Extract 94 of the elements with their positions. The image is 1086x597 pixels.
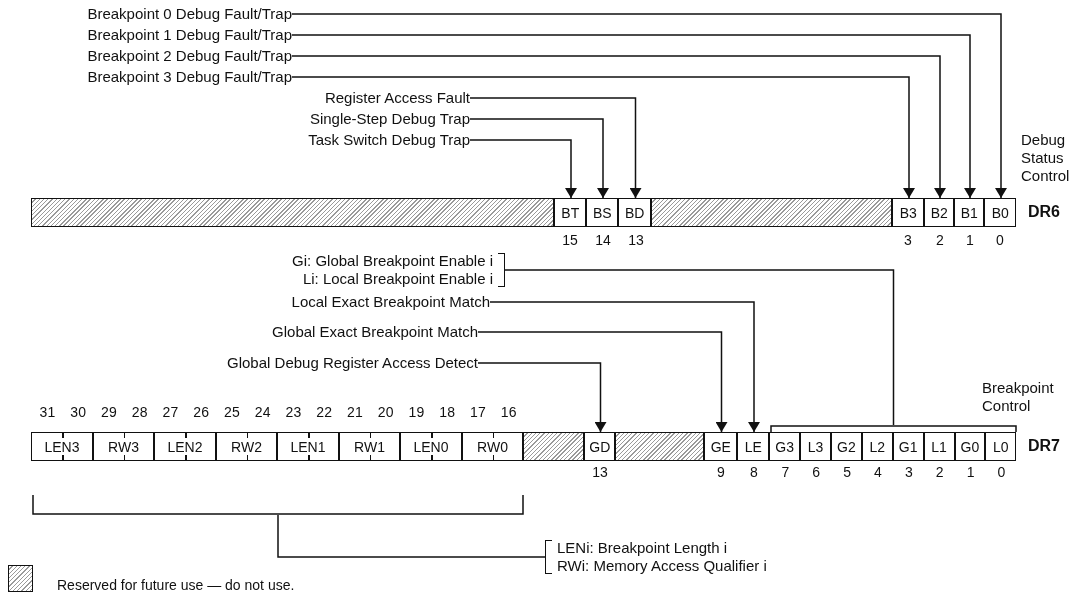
- field-description: Global Exact Breakpoint Match: [270, 323, 478, 341]
- bit-number: 14: [594, 232, 612, 248]
- bit-number: 23: [284, 404, 303, 420]
- field-description: LENi: Breakpoint Length i: [557, 539, 728, 557]
- bit-number: 19: [407, 404, 426, 420]
- register-field: G0: [954, 432, 986, 461]
- bit-number: 24: [253, 404, 272, 420]
- register-field: B2: [924, 198, 955, 227]
- bit-number: 20: [376, 404, 395, 420]
- register-field: L0: [985, 432, 1017, 461]
- register-field: B3: [892, 198, 925, 227]
- bit-number: 7: [780, 464, 791, 480]
- register-name: DR6: [1028, 203, 1060, 221]
- field-description: Gi: Global Breakpoint Enable i: [292, 252, 493, 270]
- field-description: Breakpoint 0 Debug Fault/Trap: [85, 5, 292, 23]
- register-field: L1: [923, 432, 955, 461]
- bit-number: 28: [130, 404, 149, 420]
- bit-number: 31: [38, 404, 57, 420]
- bit-number: 27: [161, 404, 180, 420]
- legend-text: Reserved for future use — do not use.: [57, 577, 295, 593]
- bit-number: 5: [842, 464, 853, 480]
- field-description: Li: Local Breakpoint Enable i: [302, 270, 493, 288]
- bit-number: 0: [995, 232, 1005, 248]
- bit-number: 13: [591, 464, 609, 480]
- field-description: Breakpoint 1 Debug Fault/Trap: [85, 26, 292, 44]
- reserved-field: [651, 198, 893, 227]
- register-field: BS: [586, 198, 619, 227]
- register-field: L3: [800, 432, 831, 461]
- bit-number: 8: [749, 464, 759, 480]
- group-caption: Breakpoint Control: [982, 379, 1055, 415]
- register-caption: Debug Status Control: [1021, 131, 1071, 185]
- register-field: B0: [984, 198, 1017, 227]
- bit-number: 30: [69, 404, 87, 420]
- arrow: [469, 139, 577, 199]
- bit-number: 4: [873, 464, 883, 480]
- field-description: Single-Step Debug Trap: [307, 110, 470, 128]
- register-field: LEN0: [400, 432, 462, 461]
- arrow: [469, 118, 609, 199]
- register-field: GE: [704, 432, 738, 461]
- arrow: [489, 301, 760, 433]
- arrow: [291, 13, 1007, 199]
- register-field: B1: [954, 198, 985, 227]
- field-description: Breakpoint 3 Debug Fault/Trap: [85, 68, 292, 86]
- register-field: L2: [861, 432, 893, 461]
- reserved-field: [31, 198, 555, 227]
- arrow: [291, 76, 915, 199]
- arrow: [291, 34, 976, 199]
- bit-number: 26: [192, 404, 210, 420]
- arrow: [477, 362, 607, 433]
- field-description: Global Debug Register Access Detect: [225, 354, 478, 372]
- register-field: LEN2: [154, 432, 216, 461]
- register-name: DR7: [1028, 437, 1060, 455]
- register-field: GD: [584, 432, 616, 461]
- register-field: LEN1: [277, 432, 339, 461]
- register-field: RW3: [92, 432, 155, 461]
- bit-number: 1: [965, 464, 976, 480]
- register-field: G2: [831, 432, 862, 461]
- bit-number: 15: [561, 232, 579, 248]
- bit-number: 22: [315, 404, 333, 420]
- bit-number: 0: [996, 464, 1007, 480]
- bit-number: 18: [438, 404, 456, 420]
- bit-number: 2: [935, 232, 945, 248]
- field-description: Task Switch Debug Trap: [306, 131, 470, 149]
- register-field: LE: [737, 432, 770, 461]
- bit-number: 29: [100, 404, 118, 420]
- register-field: BT: [554, 198, 587, 227]
- field-description: Local Exact Breakpoint Match: [289, 293, 490, 311]
- bit-number: 6: [811, 464, 822, 480]
- register-field: RW1: [338, 432, 401, 461]
- bit-number: 2: [934, 464, 945, 480]
- register-field: G1: [892, 432, 924, 461]
- bit-number: 21: [346, 404, 364, 420]
- bit-number: 9: [716, 464, 726, 480]
- arrow: [291, 55, 946, 199]
- register-field: RW2: [215, 432, 278, 461]
- register-field: LEN3: [31, 432, 93, 461]
- connector-line: [277, 514, 546, 558]
- connector-line: [504, 269, 895, 426]
- bit-number: 13: [627, 232, 645, 248]
- bit-number: 1: [965, 232, 975, 248]
- field-description: RWi: Memory Access Qualifier i: [557, 557, 767, 575]
- register-field: RW0: [461, 432, 524, 461]
- register-field: BD: [618, 198, 652, 227]
- bit-number: 17: [469, 404, 487, 420]
- reserved-field: [523, 432, 585, 461]
- arrow: [477, 331, 728, 433]
- register-field: G3: [769, 432, 801, 461]
- bit-number: 16: [499, 404, 518, 420]
- arrow: [469, 97, 642, 199]
- bit-number: 25: [223, 404, 241, 420]
- bit-number: 3: [903, 232, 913, 248]
- bit-number: 3: [904, 464, 914, 480]
- field-description: Breakpoint 2 Debug Fault/Trap: [85, 47, 292, 65]
- reserved-field: [615, 432, 705, 461]
